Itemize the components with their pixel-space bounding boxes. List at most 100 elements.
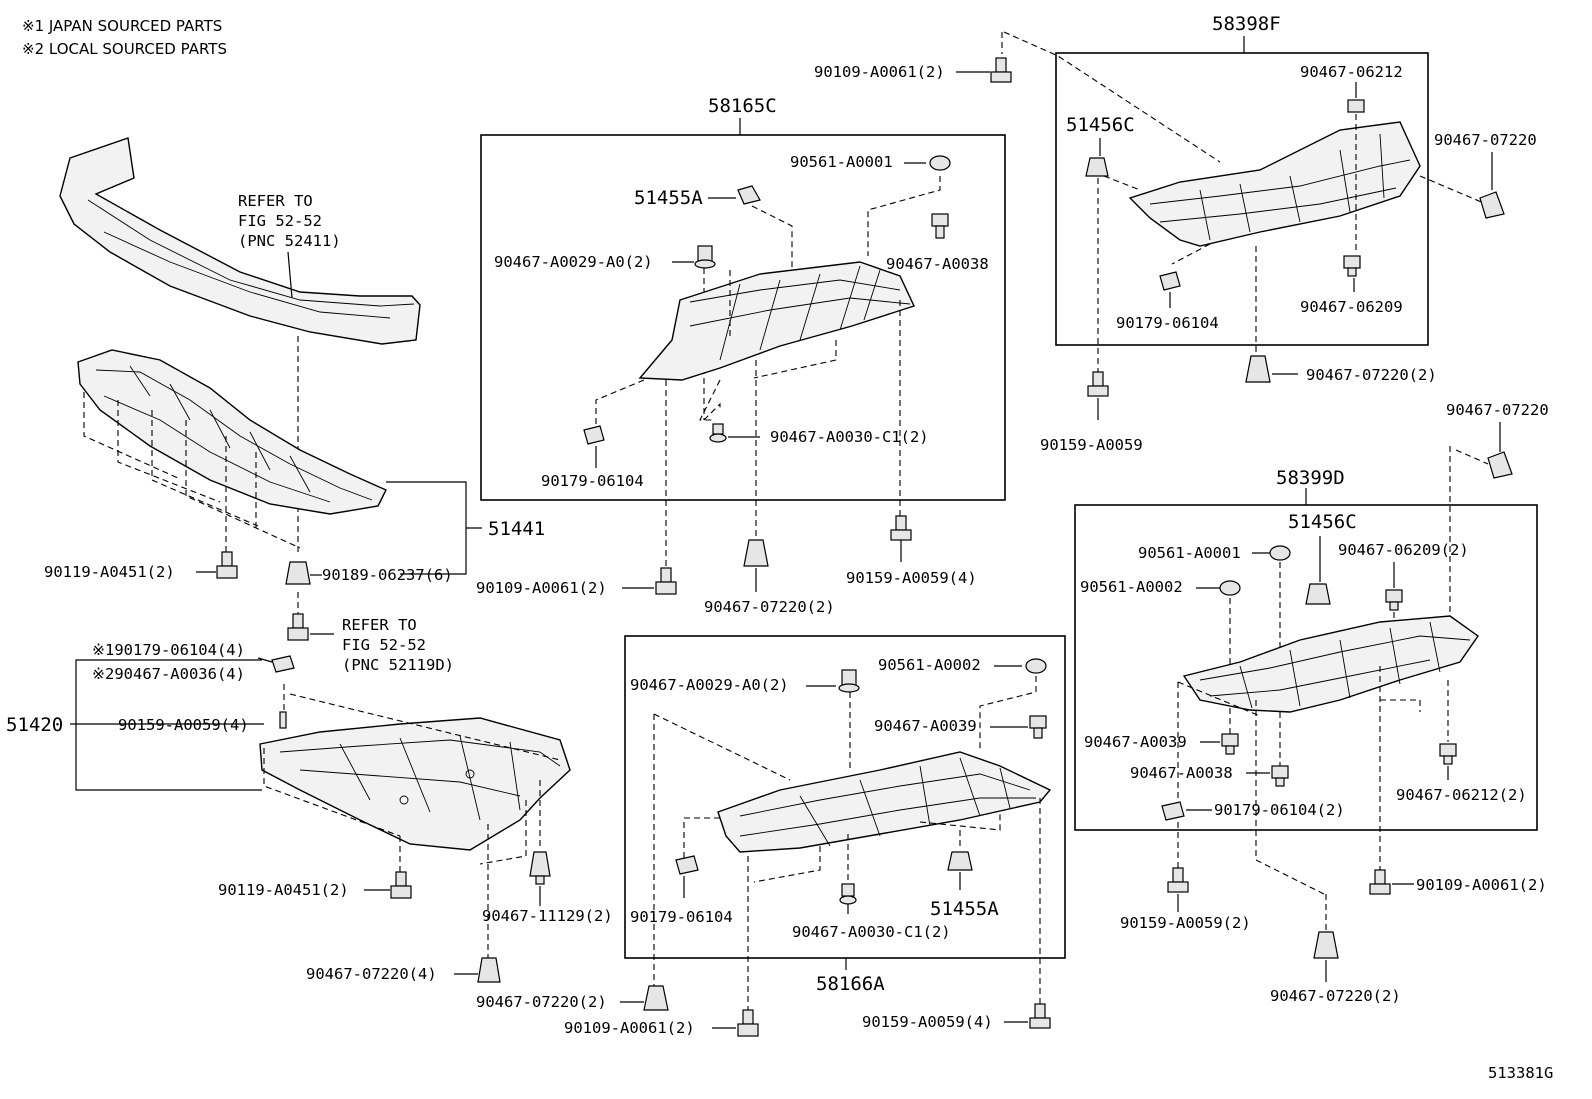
label-51456c-bottom: 51456C bbox=[1288, 511, 1357, 533]
clip-90467-07220-58398f-side[interactable] bbox=[1479, 191, 1505, 219]
bolt-90119-a0451-upper[interactable] bbox=[216, 551, 238, 579]
clip-90467-11129[interactable] bbox=[529, 851, 551, 885]
callout-c25: 90467-06212(2) bbox=[1396, 786, 1527, 804]
screw-90159-a0059-58166a[interactable] bbox=[1029, 1003, 1051, 1029]
nut-90561-a0002-58166a[interactable] bbox=[1025, 658, 1047, 674]
callout-c04: 90467-06209 bbox=[1300, 298, 1403, 316]
clip-51455a-bottom[interactable] bbox=[947, 851, 973, 871]
nut-90467-a0038-58165c[interactable] bbox=[931, 213, 949, 239]
callout-c05: 90179-06104 bbox=[1116, 314, 1219, 332]
bolt-refer-52119d[interactable] bbox=[287, 613, 309, 641]
group-box-58166a bbox=[624, 635, 1066, 959]
screw-90159-a0059-58398f[interactable] bbox=[1087, 371, 1109, 397]
engine-under-cover-51420[interactable] bbox=[259, 717, 571, 851]
nut-90467-06209-58398f[interactable] bbox=[1343, 255, 1361, 277]
callout-c30: ※290467-A0036(4) bbox=[92, 665, 245, 683]
under-cover-58166a[interactable] bbox=[717, 751, 1052, 853]
clip-51456c-top[interactable] bbox=[1085, 157, 1109, 177]
screw-90159-a0059-58399d[interactable] bbox=[1167, 867, 1189, 893]
stud-90467-a0029-58166a[interactable] bbox=[838, 669, 860, 693]
nut-90561-a0001-58165c[interactable] bbox=[929, 155, 951, 171]
cover-58165c-leaders bbox=[595, 270, 901, 568]
front-bumper-cover[interactable] bbox=[59, 137, 421, 345]
nut-90467-06209-58399d[interactable] bbox=[1385, 589, 1403, 611]
callout-c36: 90561-A0002 bbox=[878, 656, 981, 674]
callout-c11: 90467-A0030-C1(2) bbox=[770, 428, 929, 446]
callout-c39: 90467-A0030-C1(2) bbox=[792, 923, 951, 941]
svg-text:FIG 52-52: FIG 52-52 bbox=[342, 636, 426, 654]
label-58398f: 58398F bbox=[1212, 13, 1281, 35]
label-51441: 51441 bbox=[488, 518, 545, 540]
bolt-90119-a0451-lower[interactable] bbox=[390, 871, 412, 899]
callout-c13: 90119-A0451(2) bbox=[44, 563, 175, 581]
callout-c20: 90467-06209(2) bbox=[1338, 541, 1469, 559]
callout-c40: 90467-07220(2) bbox=[476, 993, 607, 1011]
callout-c18: 90467-07220 bbox=[1446, 401, 1549, 419]
clip-90467-07220-51420[interactable] bbox=[477, 957, 501, 983]
label-58165c: 58165C bbox=[708, 95, 777, 117]
callout-c33: 90467-11129(2) bbox=[482, 907, 613, 925]
screw-90159-a0059-51420[interactable] bbox=[279, 711, 287, 729]
note-japan: ※1 JAPAN SOURCED PARTS bbox=[22, 17, 222, 35]
clip-51455a-top[interactable] bbox=[737, 185, 761, 205]
bracket-leaders bbox=[83, 392, 301, 552]
clip-90467-07220-58165c[interactable] bbox=[743, 539, 769, 567]
callout-c19: 90561-A0001 bbox=[1138, 544, 1241, 562]
clip-90179-06104-58398f[interactable] bbox=[1159, 271, 1181, 291]
refer-bumper-note: REFER TO FIG 52-52 (PNC 52411) bbox=[238, 192, 341, 299]
cover-58166a-leaders bbox=[653, 692, 1041, 1010]
nut-90467-a0030-58166a[interactable] bbox=[839, 883, 857, 905]
callout-c28: 90467-07220(2) bbox=[1270, 987, 1401, 1005]
clip-51456c-bottom[interactable] bbox=[1305, 583, 1331, 605]
clip-90189-06237[interactable] bbox=[285, 561, 311, 585]
under-cover-58165c[interactable] bbox=[638, 261, 915, 381]
clip-90179-06104-58166a[interactable] bbox=[675, 855, 699, 875]
screw-90159-a0059-58165c[interactable] bbox=[890, 515, 912, 541]
bolt-90109-a0061-58399d[interactable] bbox=[1369, 869, 1391, 895]
callout-c03: 90467-07220 bbox=[1434, 131, 1537, 149]
clip-90467-07220-58166a[interactable] bbox=[643, 985, 669, 1011]
nut-90467-a0039-58166a[interactable] bbox=[1029, 715, 1047, 739]
label-51455a-bottom: 51455A bbox=[930, 898, 999, 920]
nut-90467-06212-58399d[interactable] bbox=[1439, 743, 1457, 765]
nut-90561-a0001-58399d[interactable] bbox=[1269, 545, 1291, 561]
refer-bracket-note: REFER TO FIG 52-52 (PNC 52119D) bbox=[342, 616, 454, 674]
callout-c38: 90179-06104 bbox=[630, 908, 733, 926]
label-58399d: 58399D bbox=[1276, 467, 1345, 489]
clip-90467-07220-58399d-side[interactable] bbox=[1487, 451, 1513, 479]
clip-90467-07220-58399d-below[interactable] bbox=[1313, 931, 1339, 959]
nut-90467-a0039-58399d[interactable] bbox=[1221, 733, 1239, 755]
callout-c22: 90467-A0039 bbox=[1084, 733, 1187, 751]
label-58166a: 58166A bbox=[816, 973, 885, 995]
clip-90467-07220-58398f-below[interactable] bbox=[1245, 355, 1271, 383]
callout-c08: 90561-A0001 bbox=[790, 153, 893, 171]
nut-90467-a0030-58165c[interactable] bbox=[709, 423, 727, 443]
rear-under-cover-58398f[interactable] bbox=[1128, 121, 1421, 247]
nut-90561-a0002-58399d[interactable] bbox=[1219, 580, 1241, 596]
callout-c24: 90179-06104(2) bbox=[1214, 801, 1345, 819]
rear-under-cover-58399d[interactable] bbox=[1182, 615, 1479, 713]
callout-c31: 90159-A0059(4) bbox=[118, 716, 249, 734]
bumper-lower-bracket-51441[interactable] bbox=[77, 349, 387, 515]
bolt-90109-a0061-58165c[interactable] bbox=[655, 567, 677, 595]
callout-c02: 90467-06212 bbox=[1300, 63, 1403, 81]
clip-90179-06104-58399d[interactable] bbox=[1161, 801, 1185, 821]
cover-58399d-leaders bbox=[1177, 666, 1449, 895]
clip-90179-06104-51420[interactable] bbox=[271, 655, 295, 673]
callout-c23: 90467-A0038 bbox=[1130, 764, 1233, 782]
clip-90179-06104-58165c[interactable] bbox=[583, 425, 605, 445]
label-51456c-top: 51456C bbox=[1066, 114, 1135, 136]
stud-90467-a0029-58165c[interactable] bbox=[694, 245, 716, 269]
nut-90467-06212-58398f[interactable] bbox=[1347, 99, 1365, 113]
reference-id: 513381G bbox=[1488, 1064, 1553, 1082]
callout-c10: 90467-A0038 bbox=[886, 255, 989, 273]
note-local: ※2 LOCAL SOURCED PARTS bbox=[22, 40, 227, 58]
svg-text:(PNC 52411): (PNC 52411) bbox=[238, 232, 341, 250]
nut-90467-a0038-58399d[interactable] bbox=[1271, 765, 1289, 787]
bolt-90109-a0061-58166a[interactable] bbox=[737, 1009, 759, 1037]
bolt-90109-a0061-top[interactable] bbox=[990, 57, 1012, 83]
callout-c35: 90467-A0029-A0(2) bbox=[630, 676, 789, 694]
callout-c32: 90119-A0451(2) bbox=[218, 881, 349, 899]
callout-c07: 90159-A0059 bbox=[1040, 436, 1143, 454]
